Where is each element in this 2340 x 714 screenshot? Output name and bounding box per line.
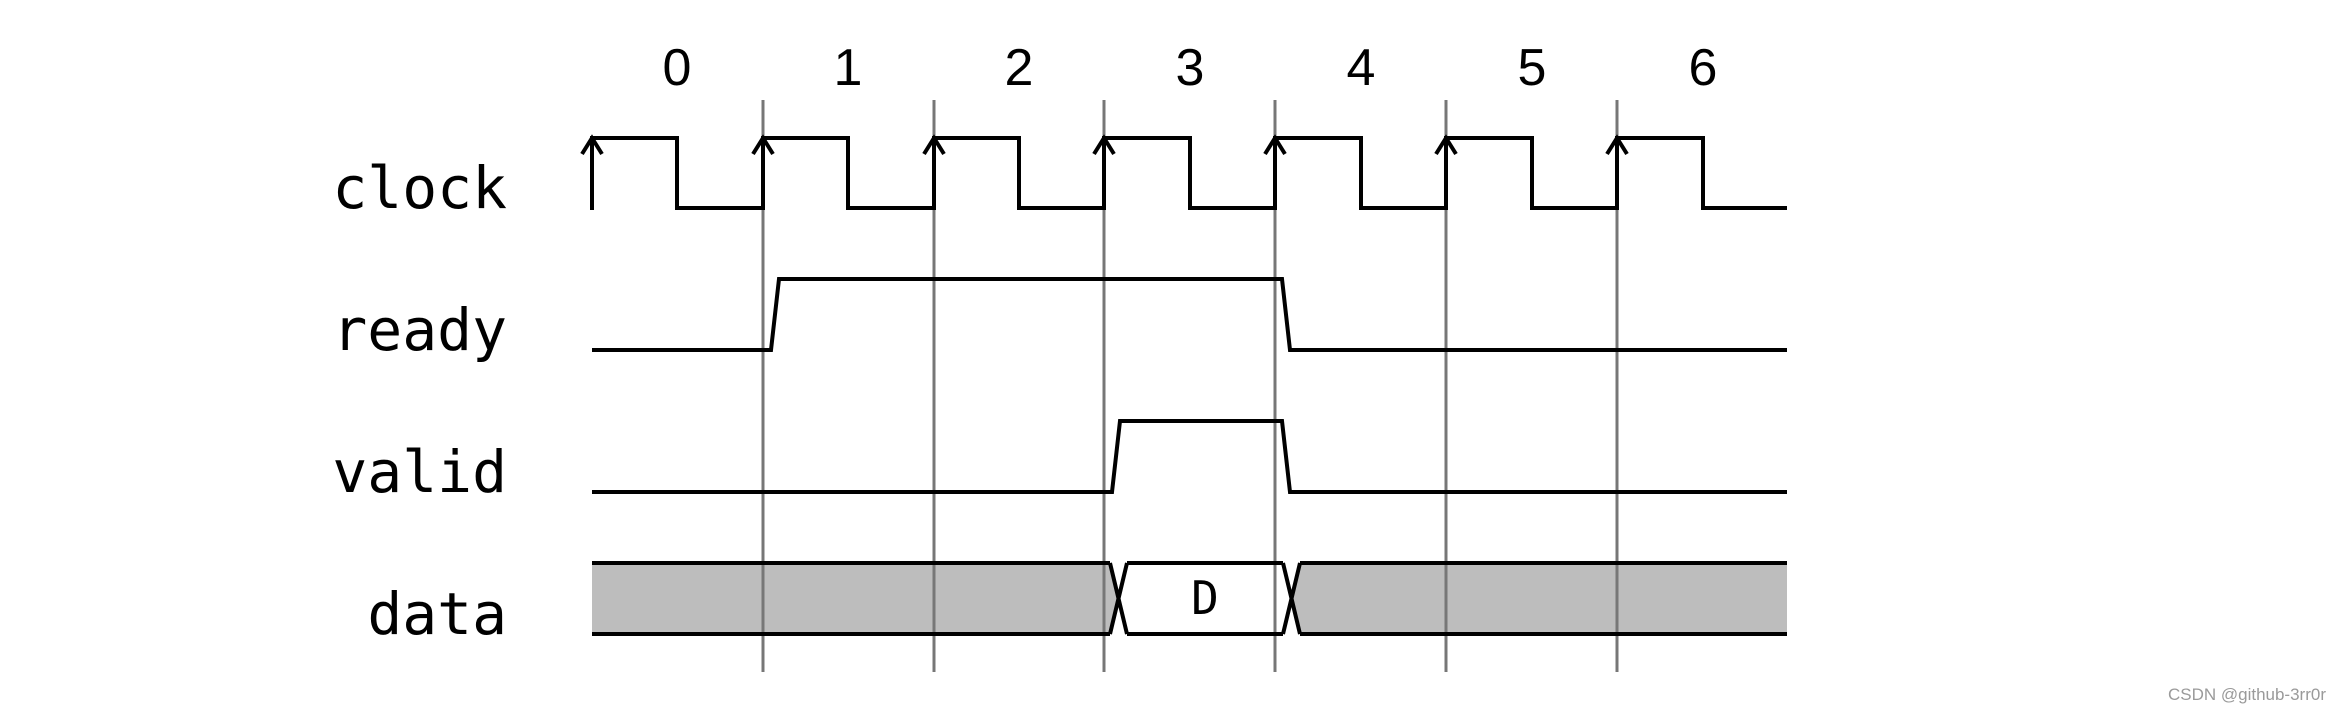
clock-label: clock: [332, 154, 507, 222]
data-bus-outline: [592, 561, 1787, 636]
data-invalid-region-right: [1291, 563, 1787, 634]
cycle-label-0: 0: [663, 39, 692, 97]
valid-waveform: [592, 419, 1787, 494]
data-bus-fills: [592, 563, 1787, 634]
rising-edge-arrow-3: [1092, 134, 1116, 156]
clock-edge-gridlines: [761, 100, 1619, 672]
signal-labels: clock ready valid data: [332, 154, 507, 648]
cycle-label-3: 3: [1176, 39, 1205, 97]
rising-edge-arrow-0: [580, 134, 604, 156]
rising-edge-arrow-4: [1263, 134, 1287, 156]
cycle-label-2: 2: [1005, 39, 1034, 97]
ready-waveform: [592, 277, 1787, 352]
ready-label: ready: [332, 296, 507, 364]
cycle-label-6: 6: [1689, 39, 1718, 97]
data-invalid-region-left: [592, 563, 1118, 634]
data-label: data: [367, 580, 507, 648]
cycle-label-4: 4: [1347, 39, 1376, 97]
cycle-label-1: 1: [834, 39, 863, 97]
rising-edge-arrow-2: [922, 134, 946, 156]
watermark: CSDN @github-3rr0r: [2168, 685, 2326, 704]
cycle-label-5: 5: [1518, 39, 1547, 97]
data-valid-region: [1118, 563, 1291, 634]
data-bus-cross-1: [1108, 562, 1129, 635]
clock-waveform: [590, 136, 1787, 210]
rising-edge-arrow-1: [751, 134, 775, 156]
data-bus-cross-2: [1281, 562, 1302, 635]
cycle-labels: 0 1 2 3 4 5 6: [663, 39, 1718, 97]
data-value-label: D: [1191, 571, 1219, 625]
rising-edge-arrows: [580, 134, 1629, 156]
valid-label: valid: [332, 438, 507, 506]
rising-edge-arrow-6: [1605, 134, 1629, 156]
rising-edge-arrow-5: [1434, 134, 1458, 156]
